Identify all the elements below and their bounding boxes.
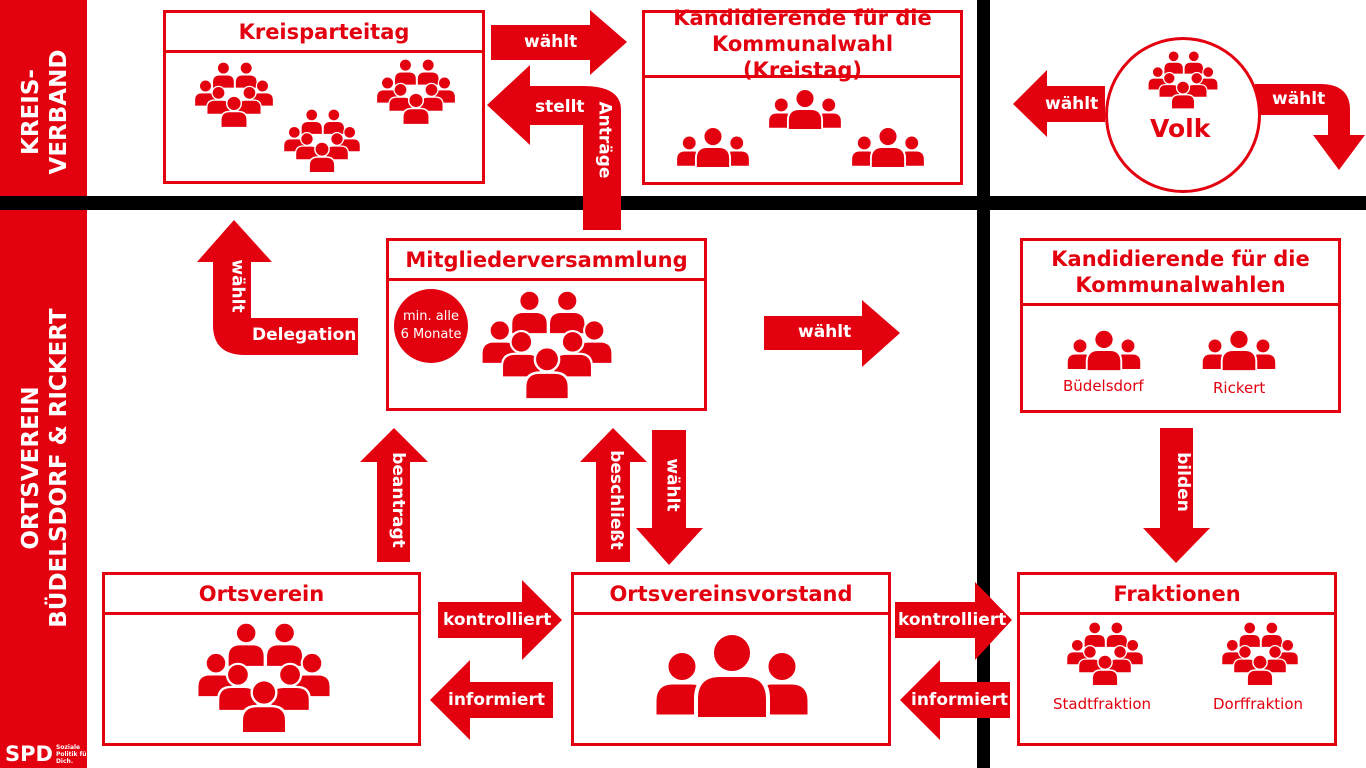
fraktionen-box: Fraktionen Stadtfraktion Dorffraktion bbox=[1017, 572, 1337, 746]
stadtfraktion-label: Stadtfraktion bbox=[1053, 695, 1152, 713]
people-crowd-icon bbox=[1213, 621, 1307, 689]
arrow-label: informiert bbox=[448, 690, 545, 710]
box-title: Kreisparteitag bbox=[166, 13, 482, 53]
people-crowd-icon bbox=[368, 58, 464, 128]
mitgliederversammlung-box: Mitgliederversammlung min. alle 6 Monate bbox=[386, 238, 707, 411]
volk-circle bbox=[1105, 37, 1261, 193]
people-crowd-icon bbox=[1058, 621, 1152, 689]
people-crowd-icon bbox=[181, 621, 347, 739]
volk-label: Volk bbox=[1150, 114, 1211, 143]
arrow-stellt-antraege bbox=[487, 65, 621, 230]
box-title: Fraktionen bbox=[1020, 575, 1334, 615]
arrow-volk-left bbox=[1013, 70, 1105, 137]
box-title: Ortsverein bbox=[105, 575, 418, 615]
arrow-bilden bbox=[1143, 428, 1210, 563]
arrow-label: Delegation bbox=[252, 325, 357, 345]
divider-vertical bbox=[977, 0, 990, 768]
box-title: Kandidierende für die Kommunalwahlen bbox=[1023, 241, 1338, 306]
arrow-informiert2 bbox=[900, 660, 1010, 740]
kreisparteitag-box: Kreisparteitag bbox=[163, 10, 485, 184]
arrow-label: kontrolliert bbox=[898, 610, 1007, 630]
arrow-label: wählt bbox=[1045, 94, 1099, 114]
arrow-label: Anträge bbox=[594, 101, 615, 179]
buedelsdorf-label: Büdelsdorf bbox=[1063, 377, 1144, 395]
kandidierende-kreistag-box: Kandidierende für die Kommunalwahl (Krei… bbox=[642, 6, 963, 185]
people-group-icon bbox=[650, 625, 814, 725]
divider-horizontal bbox=[0, 196, 1366, 210]
people-group-icon bbox=[1200, 326, 1278, 374]
people-crowd-icon bbox=[465, 289, 629, 405]
people-group-icon bbox=[767, 85, 843, 133]
interval-badge: min. alle 6 Monate bbox=[394, 289, 468, 363]
arrow-label: wählt bbox=[798, 322, 852, 342]
logo-slogan: Soziale Politik für Dich. bbox=[55, 743, 90, 765]
box-title: Mitgliederversammlung bbox=[389, 241, 704, 281]
arrow-label: informiert bbox=[911, 690, 1008, 710]
arrow-label: beschließt bbox=[605, 450, 626, 550]
people-group-icon bbox=[675, 123, 751, 171]
arrow-delegation bbox=[197, 220, 358, 355]
arrow-kontrolliert1 bbox=[438, 580, 562, 660]
people-group-icon bbox=[850, 123, 926, 171]
arrow-label: wählt bbox=[524, 32, 578, 52]
arrow-label: stellt bbox=[535, 97, 585, 117]
box-title: Kandidierende für die Kommunalwahl (Krei… bbox=[645, 6, 960, 82]
box-title: Ortsvereinsvorstand bbox=[574, 575, 888, 615]
vorstand-box: Ortsvereinsvorstand bbox=[571, 572, 891, 746]
arrow-kontrolliert2 bbox=[895, 582, 1012, 660]
dorffraktion-label: Dorffraktion bbox=[1213, 695, 1304, 713]
people-group-icon bbox=[1065, 326, 1143, 374]
arrow-waehlt-kreistag bbox=[491, 10, 627, 75]
interval-text: min. alle 6 Monate bbox=[400, 309, 462, 342]
people-crowd-icon bbox=[1139, 50, 1227, 112]
arrow-label: wählt bbox=[662, 458, 683, 512]
arrow-waehlt-vorstand bbox=[636, 430, 703, 565]
arrow-beantragt bbox=[360, 428, 428, 562]
side-bar bbox=[0, 0, 87, 768]
ortsverein-box: Ortsverein bbox=[102, 572, 421, 746]
arrow-label: bilden bbox=[1172, 452, 1193, 512]
arrow-beschliesst bbox=[580, 428, 647, 562]
arrow-informiert1 bbox=[430, 660, 553, 740]
arrow-label: kontrolliert bbox=[443, 610, 552, 630]
arrow-label: wählt bbox=[1272, 89, 1326, 109]
arrow-label: wählt bbox=[227, 259, 248, 313]
arrow-waehlt-kandidierende bbox=[764, 300, 900, 367]
people-crowd-icon bbox=[186, 61, 282, 131]
rickert-label: Rickert bbox=[1213, 379, 1266, 397]
logo-text: SPD bbox=[5, 742, 53, 766]
people-crowd-icon bbox=[276, 108, 368, 176]
spd-logo: SPD Soziale Politik für Dich. bbox=[5, 742, 92, 766]
arrow-label: beantragt bbox=[387, 452, 408, 548]
kandidierende-kommunal-box: Kandidierende für die Kommunalwahlen Büd… bbox=[1020, 238, 1341, 413]
arrow-volk-right bbox=[1255, 84, 1365, 170]
